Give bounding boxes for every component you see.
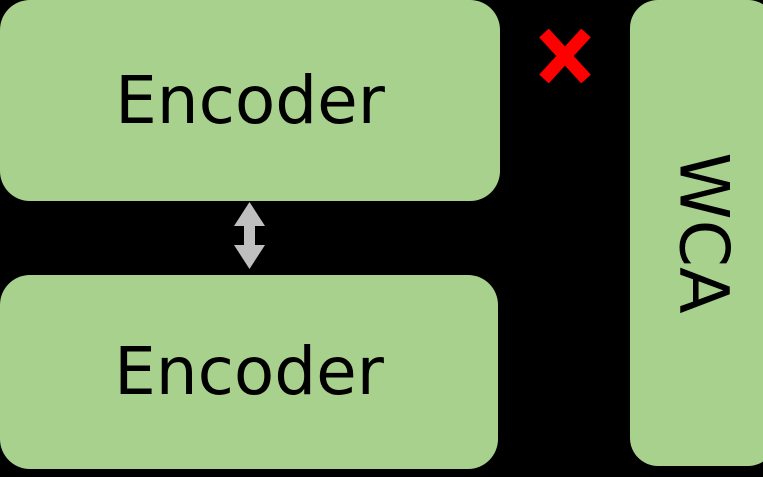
cross-icon: [539, 28, 591, 84]
bidirectional-arrow-icon: [234, 202, 265, 269]
encoder-block-top[interactable]: Encoder: [0, 0, 500, 201]
encoder-block-bottom[interactable]: Encoder: [0, 275, 498, 469]
wca-block-label: WCA: [664, 152, 744, 314]
encoder-block-bottom-label: Encoder: [114, 333, 384, 410]
encoder-block-top-label: Encoder: [115, 61, 385, 139]
wca-block[interactable]: WCA: [630, 0, 763, 466]
